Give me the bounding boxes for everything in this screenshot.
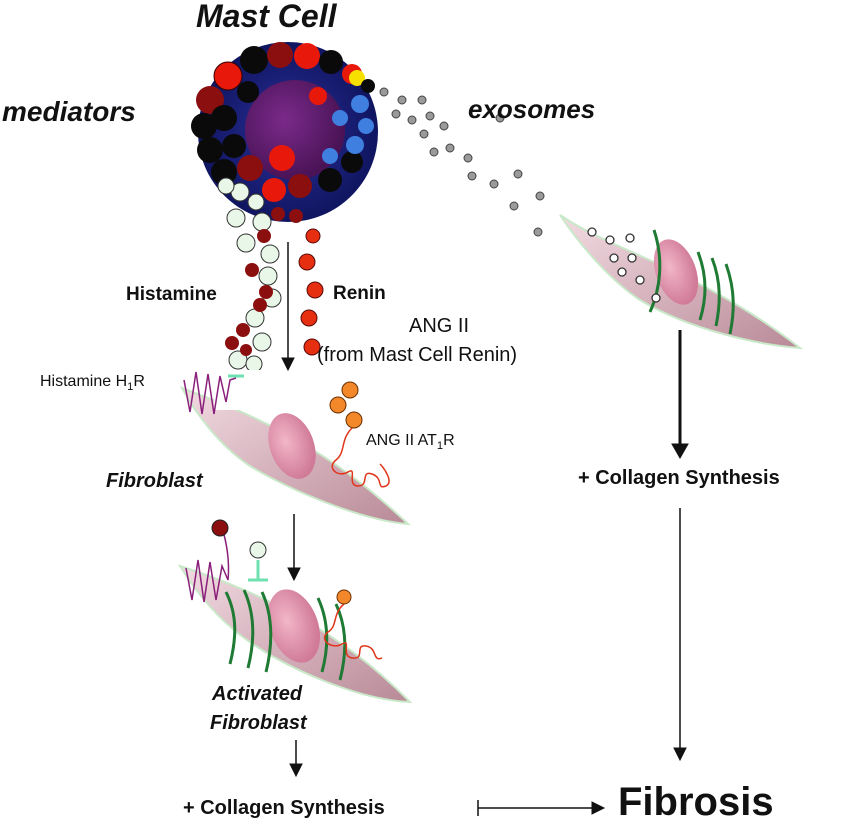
mast-cell-granules [191,42,375,211]
renin-granules [298,228,324,356]
label-ang-at1r: ANG II AT1R [366,432,455,453]
label-collagen-synthesis-right: + Collagen Synthesis [578,467,780,489]
histamine-granules [226,208,282,373]
label-histamine: Histamine [126,284,217,305]
label-activated-fibroblast: Fibroblast [210,712,307,734]
right-fibroblast [559,214,804,350]
mast-cell [191,42,378,222]
label-fibroblast: Fibroblast [106,470,203,492]
label-exosomes: exosomes [468,94,596,124]
dark-granules [225,207,303,356]
exosomes [379,87,545,237]
label-ang-source: (from Mast Cell Renin) [317,344,518,366]
histamine-h1r-receptor [183,371,237,415]
arrows [281,242,689,816]
label-renin: Renin [333,283,386,304]
title-mast-cell: Mast Cell [196,0,337,34]
label-fibrosis: Fibrosis [618,780,774,824]
label-collagen-synthesis-bottom: + Collagen Synthesis [183,797,385,819]
activated-fibroblast [177,519,413,704]
label-ang-ii: ANG II [409,315,470,337]
ang-at1r-receptor [331,427,390,488]
ang-granules [329,381,363,429]
fibroblast [179,370,411,526]
label-mediators: mediators [2,96,136,127]
label-histamine-h1r: Histamine H1R [40,373,145,394]
label-activated: Activated [212,683,303,705]
